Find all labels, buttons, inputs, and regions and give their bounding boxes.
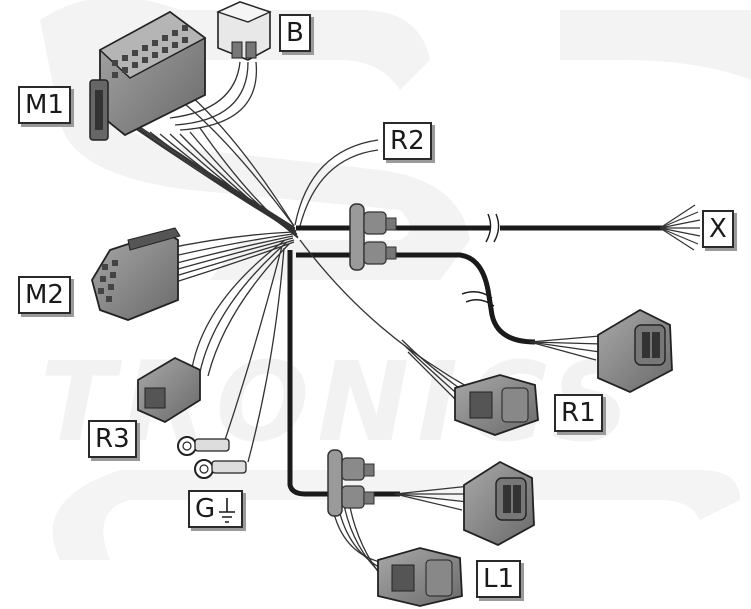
- ground-icon: [219, 498, 236, 523]
- break-mark-x: [485, 213, 500, 243]
- break-mark-r1: [461, 291, 495, 307]
- r1-upper-connector: [597, 308, 673, 393]
- r1b-wires: [299, 239, 471, 405]
- r1-lower-connector: [454, 374, 539, 436]
- label-m2: M2: [18, 276, 71, 314]
- label-x: X: [702, 210, 734, 248]
- l1-lower-connector: [377, 547, 463, 607]
- r1-thick-wire: [296, 252, 536, 345]
- label-r3: R3: [88, 420, 137, 458]
- grommet-main: [349, 203, 397, 271]
- l1-wire-ends: [394, 485, 472, 511]
- b-connector: [216, 1, 272, 61]
- m2-connector: [91, 227, 181, 321]
- r1-wire-ends: [529, 335, 603, 361]
- r3-ground-wires: [191, 239, 290, 463]
- x-wire-ends: [659, 204, 701, 251]
- ground-ring-terminals: [177, 436, 247, 479]
- r3-connector: [137, 356, 201, 424]
- label-b: B: [279, 14, 311, 52]
- label-l1: L1: [476, 560, 522, 598]
- r2-wires: [294, 139, 379, 227]
- label-r1: R1: [554, 394, 603, 432]
- m1-connector: [89, 10, 207, 141]
- l1-upper-connector: [463, 460, 535, 547]
- b-wires: [169, 61, 258, 131]
- grommet-l1: [327, 449, 375, 517]
- label-g: G: [188, 490, 244, 528]
- label-m1: M1: [18, 86, 71, 124]
- l1-thick-wire: [287, 250, 400, 497]
- label-r2: R2: [383, 122, 432, 160]
